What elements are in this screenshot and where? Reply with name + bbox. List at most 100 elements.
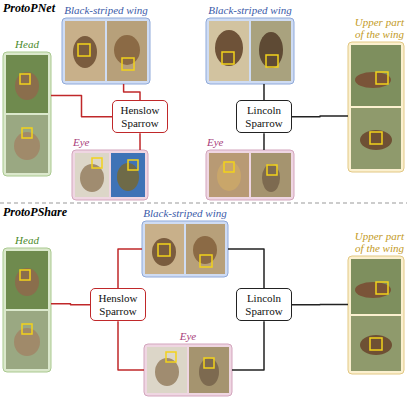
bird-photo	[251, 153, 291, 197]
prototype-box	[158, 244, 170, 256]
prototype-panel: Eye	[206, 150, 294, 200]
prototype-box	[200, 255, 212, 267]
panel-fill	[206, 18, 294, 84]
prototype-panel: Eye	[72, 150, 148, 200]
bird-photo	[75, 153, 109, 197]
bird	[215, 30, 243, 66]
class-box: Henslow Sparrow	[112, 100, 168, 133]
bird-photo	[351, 108, 401, 169]
photo	[111, 153, 145, 197]
bird	[193, 236, 217, 264]
prototype-box	[166, 352, 176, 362]
connector	[228, 249, 264, 288]
panel-fill	[348, 256, 404, 374]
prototype-box	[22, 324, 32, 334]
prototype-panel: Upper part of the wing	[348, 42, 404, 172]
class-name: Lincoln Sparrow	[239, 104, 289, 129]
class-name: Henslow Sparrow	[93, 292, 143, 317]
photo	[145, 224, 184, 274]
panel-fill	[142, 221, 228, 277]
separator-line	[0, 203, 407, 204]
class-box: Lincoln Sparrow	[236, 100, 292, 133]
connector	[118, 249, 142, 288]
connector	[139, 133, 141, 150]
method-name: ProtoPShare	[3, 206, 67, 220]
bird-photo	[209, 21, 249, 81]
panel-fill	[3, 52, 51, 176]
panel-fill	[3, 248, 51, 372]
connector	[263, 133, 265, 150]
part-name: Black-striped wing	[64, 4, 147, 17]
prototype-panel: Head	[3, 248, 51, 372]
class-box: Henslow Sparrow	[90, 288, 146, 321]
photo	[6, 251, 48, 309]
photo	[351, 316, 401, 371]
bird	[73, 36, 97, 68]
photo	[251, 21, 291, 81]
panel-fill	[62, 18, 150, 84]
prototype-box	[20, 74, 30, 84]
bird	[360, 130, 392, 150]
bird-photo	[351, 316, 401, 371]
photo	[209, 21, 249, 81]
connector	[118, 321, 144, 370]
bird	[114, 35, 140, 65]
prototype-box	[370, 132, 382, 144]
part-name: Head	[15, 234, 39, 247]
prototype-panel: Black-striped wing	[142, 221, 228, 277]
bird	[152, 238, 176, 266]
prototype-box	[20, 270, 30, 280]
part-name: Upper part of the wing	[348, 16, 404, 41]
bird	[14, 328, 40, 356]
connector	[51, 303, 90, 305]
bird-photo	[186, 224, 225, 274]
bird	[355, 282, 391, 298]
class-name: Lincoln Sparrow	[239, 292, 289, 317]
part-name: Head	[15, 38, 39, 51]
method-name: ProtoPNet	[3, 2, 55, 16]
prototype-box	[266, 55, 278, 67]
class-name: Henslow Sparrow	[115, 104, 165, 129]
photo	[351, 108, 401, 169]
bird-photo	[351, 259, 401, 314]
bird-photo	[6, 251, 48, 309]
bird-photo	[251, 21, 291, 81]
prototype-box	[128, 160, 138, 170]
bird	[15, 268, 39, 296]
part-name: Black-striped wing	[143, 207, 226, 220]
part-name: Eye	[180, 330, 196, 343]
part-name: Upper part of the wing	[348, 230, 404, 255]
connector	[292, 304, 348, 306]
bird	[360, 335, 392, 355]
panel-fill	[206, 150, 294, 200]
photo	[65, 21, 105, 81]
prototype-panel: Head	[3, 52, 51, 176]
connector	[232, 321, 264, 370]
bird	[217, 161, 241, 191]
bird	[262, 164, 280, 192]
prototype-box	[376, 282, 388, 294]
prototype-box	[376, 72, 388, 84]
prototype-panel: Black-striped wing	[62, 18, 150, 84]
prototype-box	[370, 338, 382, 350]
bird-photo	[65, 21, 105, 81]
photo	[251, 153, 291, 197]
prototype-box	[224, 162, 234, 172]
bird	[355, 72, 391, 88]
bird-photo	[145, 224, 184, 274]
connector	[124, 84, 140, 100]
photo	[351, 259, 401, 314]
connector	[51, 95, 112, 116]
bird	[259, 32, 283, 68]
photo	[189, 347, 229, 393]
part-name: Eye	[207, 136, 223, 149]
prototype-panel: Upper part of the wing	[348, 256, 404, 374]
bird-photo	[6, 55, 48, 113]
prototype-box	[92, 158, 102, 168]
prototype-box	[267, 165, 277, 175]
photo	[147, 347, 187, 393]
photo	[6, 55, 48, 113]
